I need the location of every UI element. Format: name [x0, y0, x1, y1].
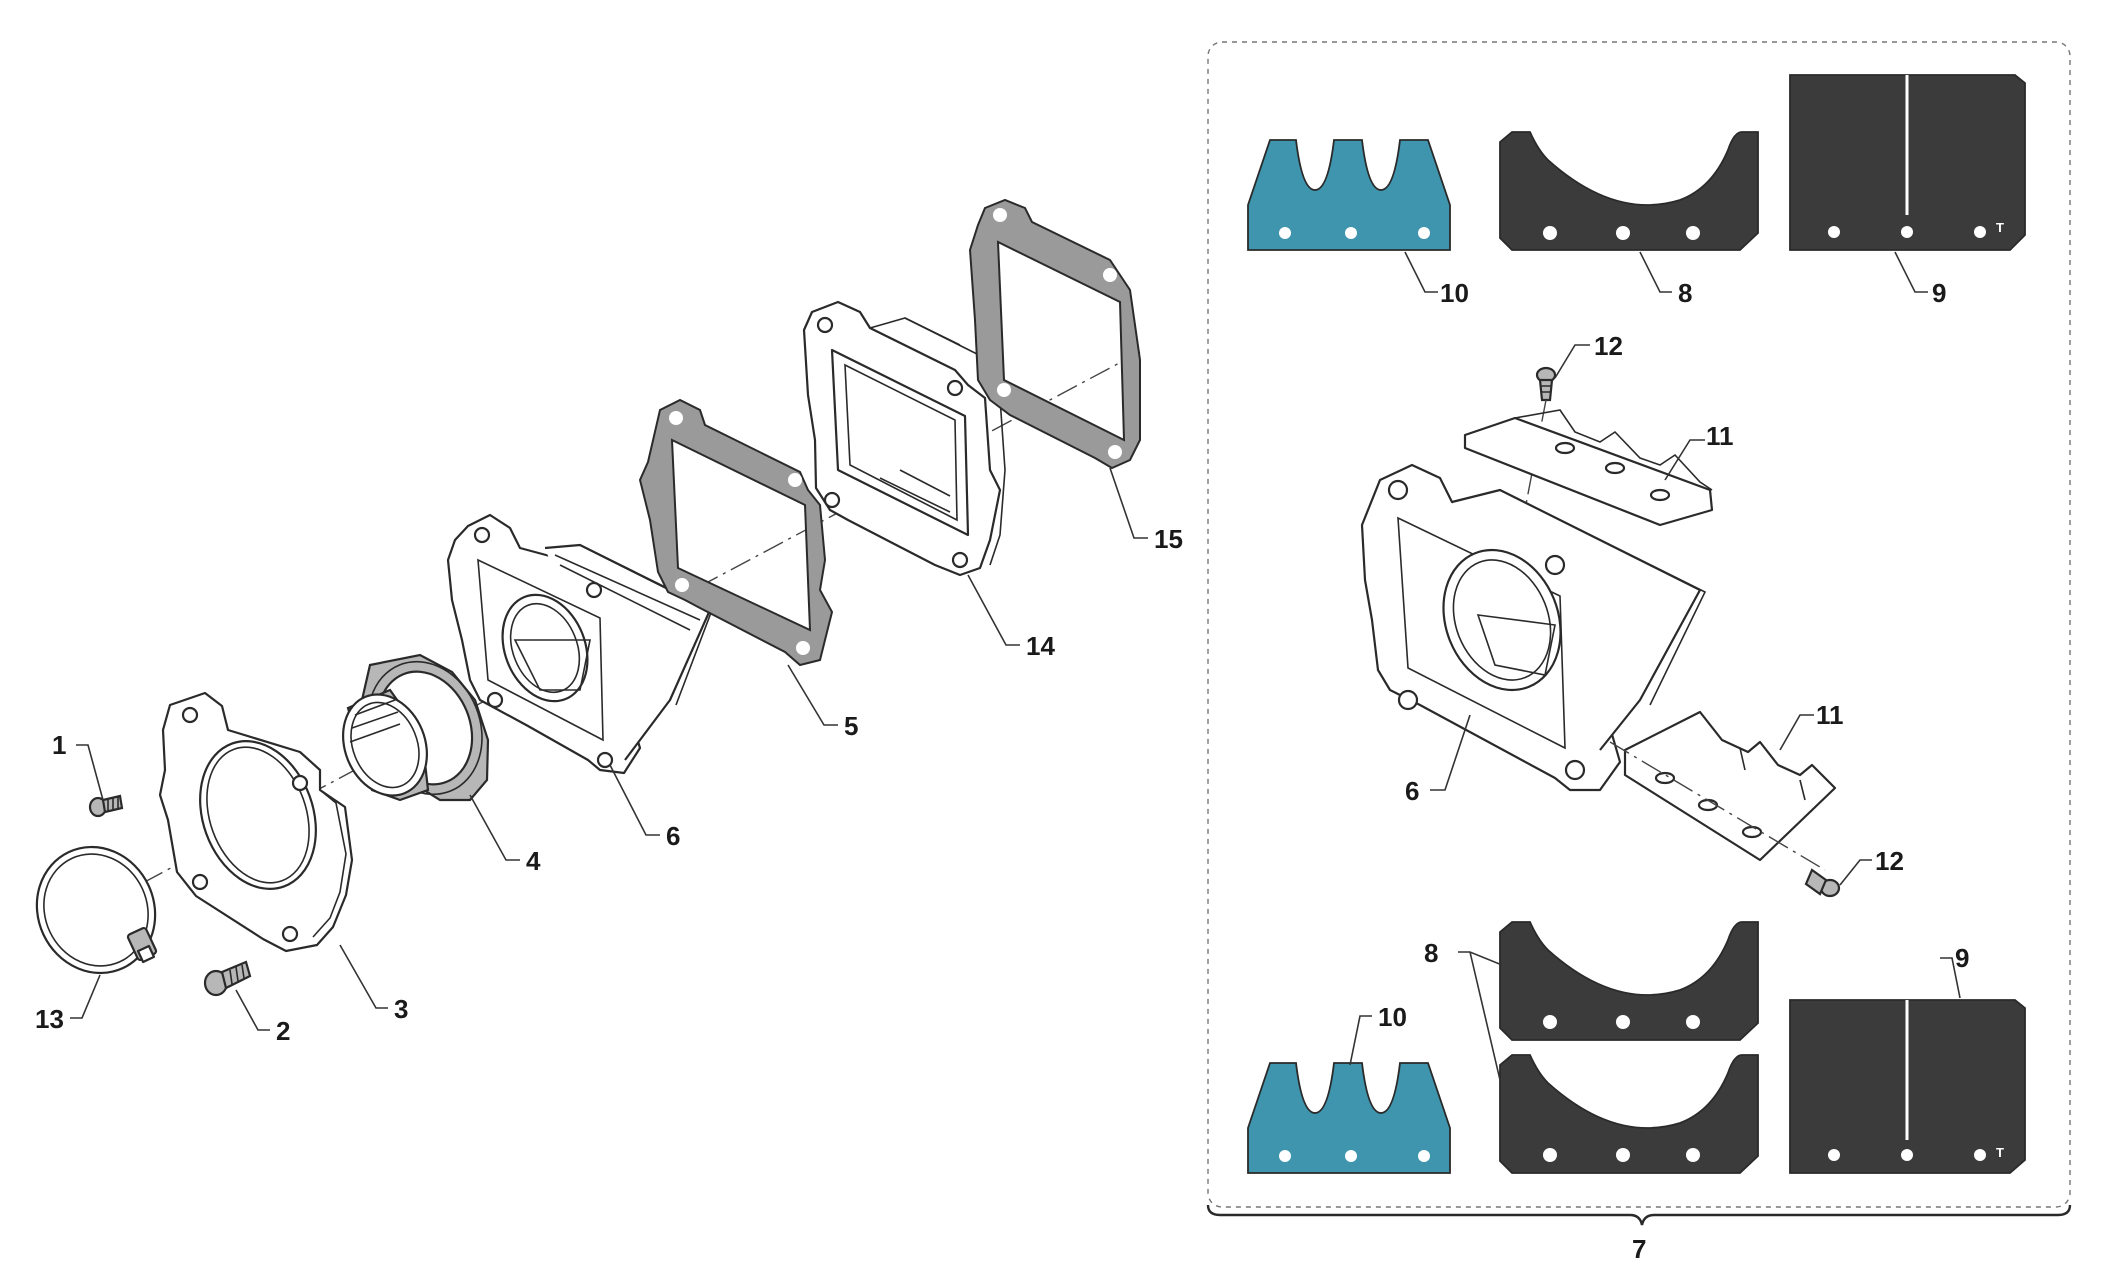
part-15-gasket[interactable]: [968, 198, 1141, 470]
callout-10-bottom: 10: [1378, 1002, 1407, 1032]
part-11-stopper-bottom[interactable]: [1623, 710, 1837, 862]
callout-12-bottom: 12: [1875, 846, 1904, 876]
callout-3: 3: [394, 994, 408, 1024]
callout-1: 1: [52, 730, 66, 760]
callout-9-bottom: 9: [1955, 943, 1969, 973]
part-11-stopper-top[interactable]: [1463, 409, 1714, 527]
part-12-screw-top[interactable]: [1535, 366, 1557, 402]
part-3-flange-plate[interactable]: [158, 691, 354, 953]
callout-2: 2: [276, 1016, 290, 1046]
callout-11-top: 11: [1706, 421, 1734, 451]
callout-12-top: 12: [1594, 331, 1623, 361]
part-13-hose-clamp[interactable]: [16, 827, 175, 992]
callout-13: 13: [35, 1004, 64, 1034]
left-callout-leaders: [70, 467, 1148, 1031]
callout-8-bottom: 8: [1424, 938, 1438, 968]
callout-9-top: 9: [1932, 278, 1946, 308]
callout-14: 14: [1026, 631, 1055, 661]
part-8-reed-petal-bottom-a[interactable]: [1499, 921, 1759, 1041]
part-5-gasket[interactable]: [638, 398, 834, 667]
part-14-spacer-frame[interactable]: [802, 300, 1006, 577]
reed-9-top-t-mark: T: [1996, 220, 2004, 235]
callout-8-top: 8: [1678, 278, 1692, 308]
part-8-reed-petal-top[interactable]: [1499, 131, 1759, 251]
part-4-intake-boot[interactable]: [328, 644, 501, 811]
part-1-screw[interactable]: [88, 794, 124, 818]
callout-4: 4: [526, 846, 541, 876]
callout-7: 7: [1632, 1234, 1646, 1264]
part-6-reed-valve-body-right[interactable]: [1360, 463, 1707, 792]
reed-9-bottom-t-mark: T: [1996, 1145, 2004, 1160]
part-9-reed-plate-bottom[interactable]: T: [1789, 999, 2026, 1174]
reed-8-top-shape: [1499, 131, 1759, 251]
callout-10-top: 10: [1440, 278, 1469, 308]
callout-6-left: 6: [666, 821, 680, 851]
callout-5: 5: [844, 711, 858, 741]
part-8-reed-petal-bottom-b[interactable]: [1499, 1054, 1759, 1174]
part-10-reed-stopper-top[interactable]: [1247, 139, 1451, 251]
part-2-socket-screw[interactable]: [203, 960, 252, 997]
callout-11-bottom: 11: [1816, 700, 1844, 730]
callout-6-right: 6: [1405, 776, 1419, 806]
part-12-screw-bottom[interactable]: [1804, 868, 1841, 898]
callout-15: 15: [1154, 524, 1183, 554]
part-9-reed-plate-top[interactable]: T: [1789, 74, 2026, 251]
part-6-reed-valve-body[interactable]: [446, 513, 714, 775]
kit-7-dashed-frame: [1207, 41, 2071, 1208]
kit-7-brace: [1206, 1204, 2072, 1226]
part-10-reed-stopper-bottom[interactable]: [1247, 1062, 1451, 1174]
reed-10-top-shape: [1247, 139, 1451, 251]
